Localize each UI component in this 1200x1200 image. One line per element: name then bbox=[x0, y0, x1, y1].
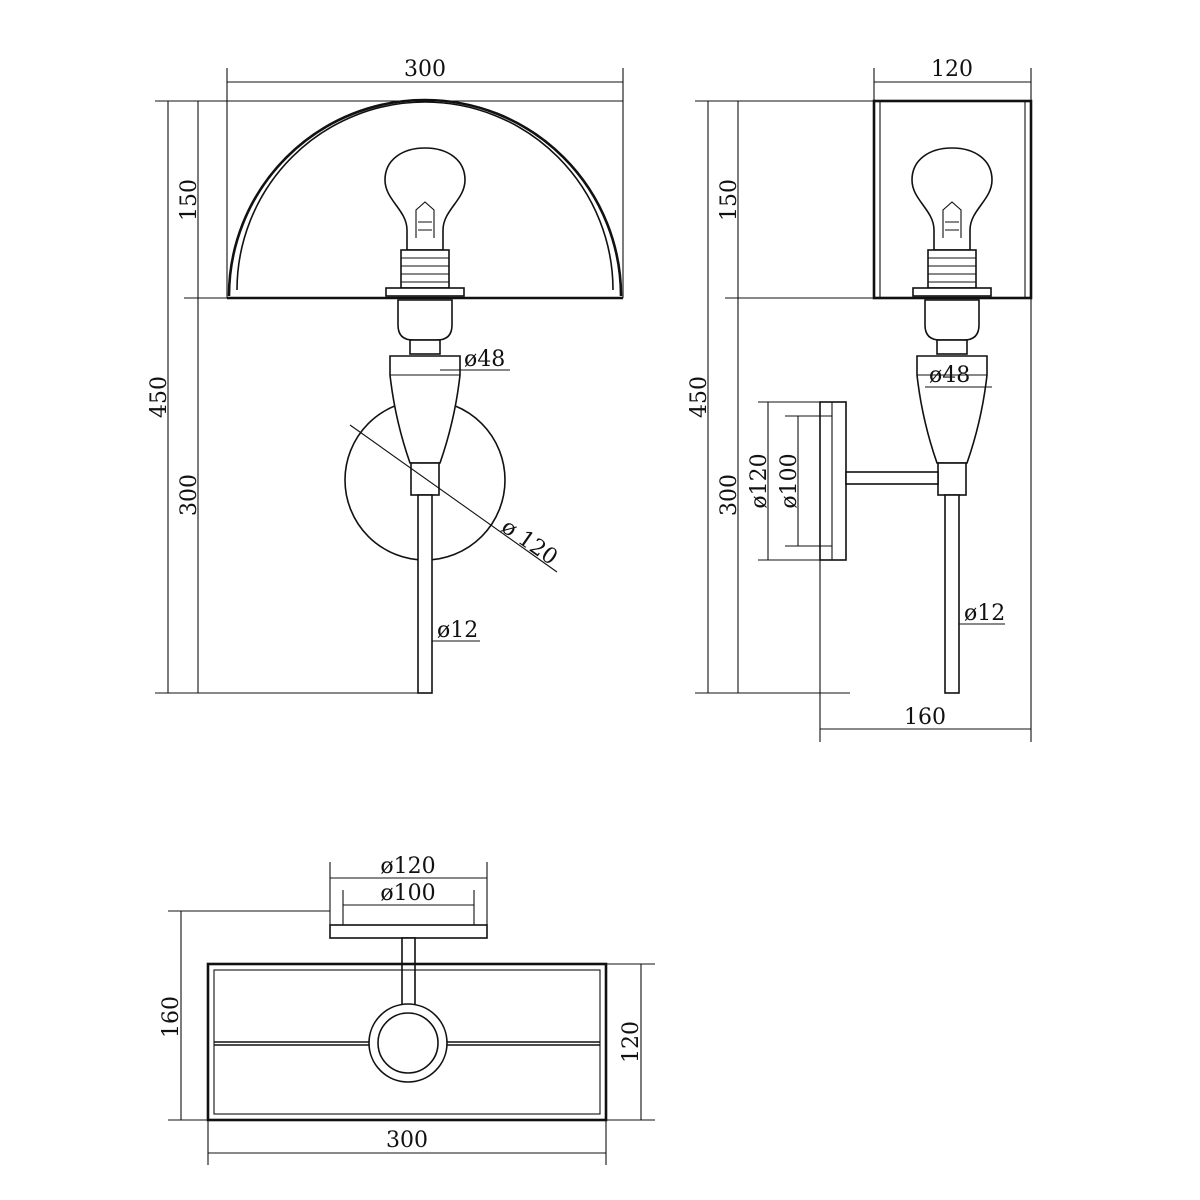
bulb-icon bbox=[384, 147, 466, 297]
side-width-label: 120 bbox=[931, 57, 973, 82]
shade-inner-edge bbox=[236, 101, 614, 291]
shade-outline bbox=[227, 98, 623, 297]
side-view: ø120 ø100 120 150 450 300 ø48 ø12 160 bbox=[687, 57, 1033, 742]
socket-collar bbox=[409, 339, 441, 355]
side-rod-diameter-label: ø12 bbox=[964, 601, 1005, 626]
front-width-label: 300 bbox=[404, 57, 446, 82]
side-bulb-icon bbox=[911, 147, 993, 297]
side-projection-label: 160 bbox=[904, 705, 946, 730]
side-lamp-rod bbox=[944, 494, 960, 694]
top-wall-plate bbox=[329, 924, 488, 939]
top-socket-outer bbox=[368, 1003, 448, 1083]
top-arm bbox=[401, 937, 416, 1007]
side-wall-plate bbox=[819, 401, 847, 561]
side-arm bbox=[845, 471, 939, 485]
top-shade-depth-label: 120 bbox=[619, 1021, 644, 1063]
front-rod-diameter-label: ø12 bbox=[437, 618, 478, 643]
lamp-body bbox=[389, 355, 461, 464]
front-base-diameter-label: ø 120 bbox=[497, 514, 562, 570]
side-socket-collar bbox=[936, 339, 968, 355]
side-base-outer-diameter-label: ø120 bbox=[747, 453, 772, 508]
rod-joint bbox=[410, 462, 440, 496]
top-base-outer-diameter-label: ø120 bbox=[380, 854, 435, 879]
socket-cup bbox=[397, 299, 453, 341]
lamp-rod bbox=[417, 494, 433, 694]
top-base-inner-diameter-label: ø100 bbox=[380, 881, 435, 906]
side-lamp-body bbox=[916, 355, 988, 464]
side-shade bbox=[872, 99, 1033, 300]
top-width-label: 300 bbox=[386, 1128, 428, 1153]
side-socket-cup bbox=[924, 299, 980, 341]
side-shade-height-label: 150 bbox=[717, 179, 742, 221]
side-total-height-label: 450 bbox=[687, 376, 712, 418]
side-base-inner-diameter-label: ø100 bbox=[777, 453, 802, 508]
top-view: ø120 ø100 160 120 300 bbox=[159, 854, 655, 1165]
side-socket-diameter-label: ø48 bbox=[929, 363, 970, 388]
side-lower-height-label: 300 bbox=[717, 474, 742, 516]
front-socket-diameter-label: ø48 bbox=[464, 347, 505, 372]
top-shade bbox=[206, 962, 608, 1122]
front-total-height-label: 450 bbox=[147, 376, 172, 418]
top-socket-inner bbox=[377, 1012, 439, 1074]
side-rod-joint bbox=[937, 462, 967, 496]
front-view: 300 150 450 300 ø48 ø 120 ø12 bbox=[147, 57, 624, 694]
front-shade-height-label: 150 bbox=[177, 179, 202, 221]
front-lower-height-label: 300 bbox=[177, 474, 202, 516]
top-depth-label: 160 bbox=[159, 996, 184, 1038]
